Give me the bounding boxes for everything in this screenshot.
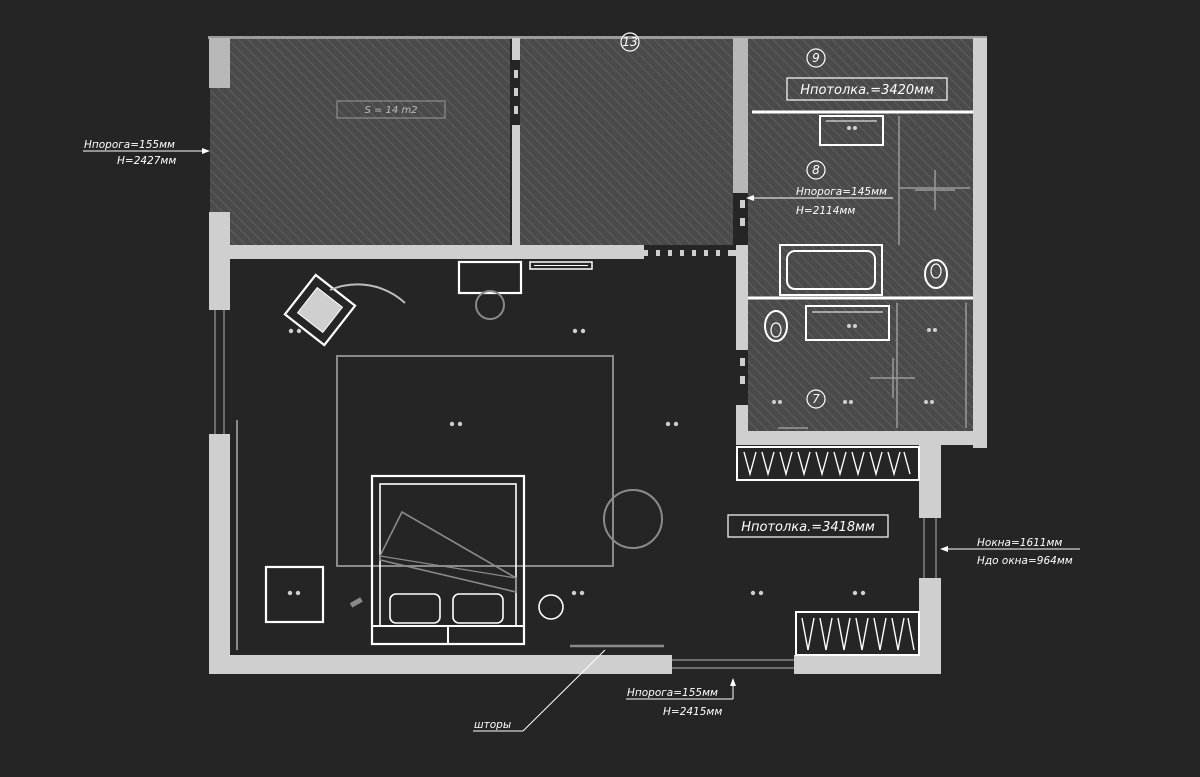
ceiling-lights: [287, 126, 937, 596]
room-7-number: 7: [812, 392, 820, 406]
curtains-label: шторы: [474, 719, 511, 731]
window-height: Hокна=1611мм: [977, 537, 1062, 549]
annotations: Hпорога=155мм H=2427мм Hпотолка.=3420мм …: [83, 77, 1080, 732]
rug: [336, 355, 614, 567]
hatched-bathroom: [748, 38, 985, 431]
wardrobe-bottom: [795, 611, 920, 656]
room-markers: 13 9 8 7 S = 14 m2: [336, 32, 826, 409]
threshold-bottom-height: Hпорога=155мм: [627, 687, 718, 699]
nightstand: [264, 565, 325, 624]
walls: [208, 36, 987, 674]
threshold-bath-height: Hпорога=145мм: [796, 186, 887, 198]
bathroom-fixtures: [748, 110, 973, 429]
threshold-bath-door-height: H=2114мм: [796, 205, 855, 217]
room-13-area: S = 14 m2: [364, 105, 417, 116]
bedroom-furniture: [236, 260, 664, 650]
room-9-number: 9: [812, 51, 820, 65]
threshold-left-height: Hпорога=155мм: [84, 139, 175, 151]
hatched-room-13: [210, 38, 733, 245]
window-sill-height: Hдо окна=964мм: [977, 555, 1073, 567]
room-13-marker: [620, 32, 640, 52]
bed: [370, 474, 526, 646]
room-13-number: 13: [622, 35, 637, 49]
threshold-left-door-height: H=2427мм: [117, 155, 176, 167]
armchair: [283, 273, 357, 347]
room-8-number: 8: [812, 163, 820, 177]
ceiling-height-main: Hпотолка.=3418мм: [741, 520, 875, 535]
wardrobe-top: [736, 446, 920, 481]
desk: [457, 260, 523, 295]
ceiling-height-bath: Hпотолка.=3420мм: [800, 83, 934, 98]
threshold-bottom-door-height: H=2415мм: [663, 706, 722, 718]
